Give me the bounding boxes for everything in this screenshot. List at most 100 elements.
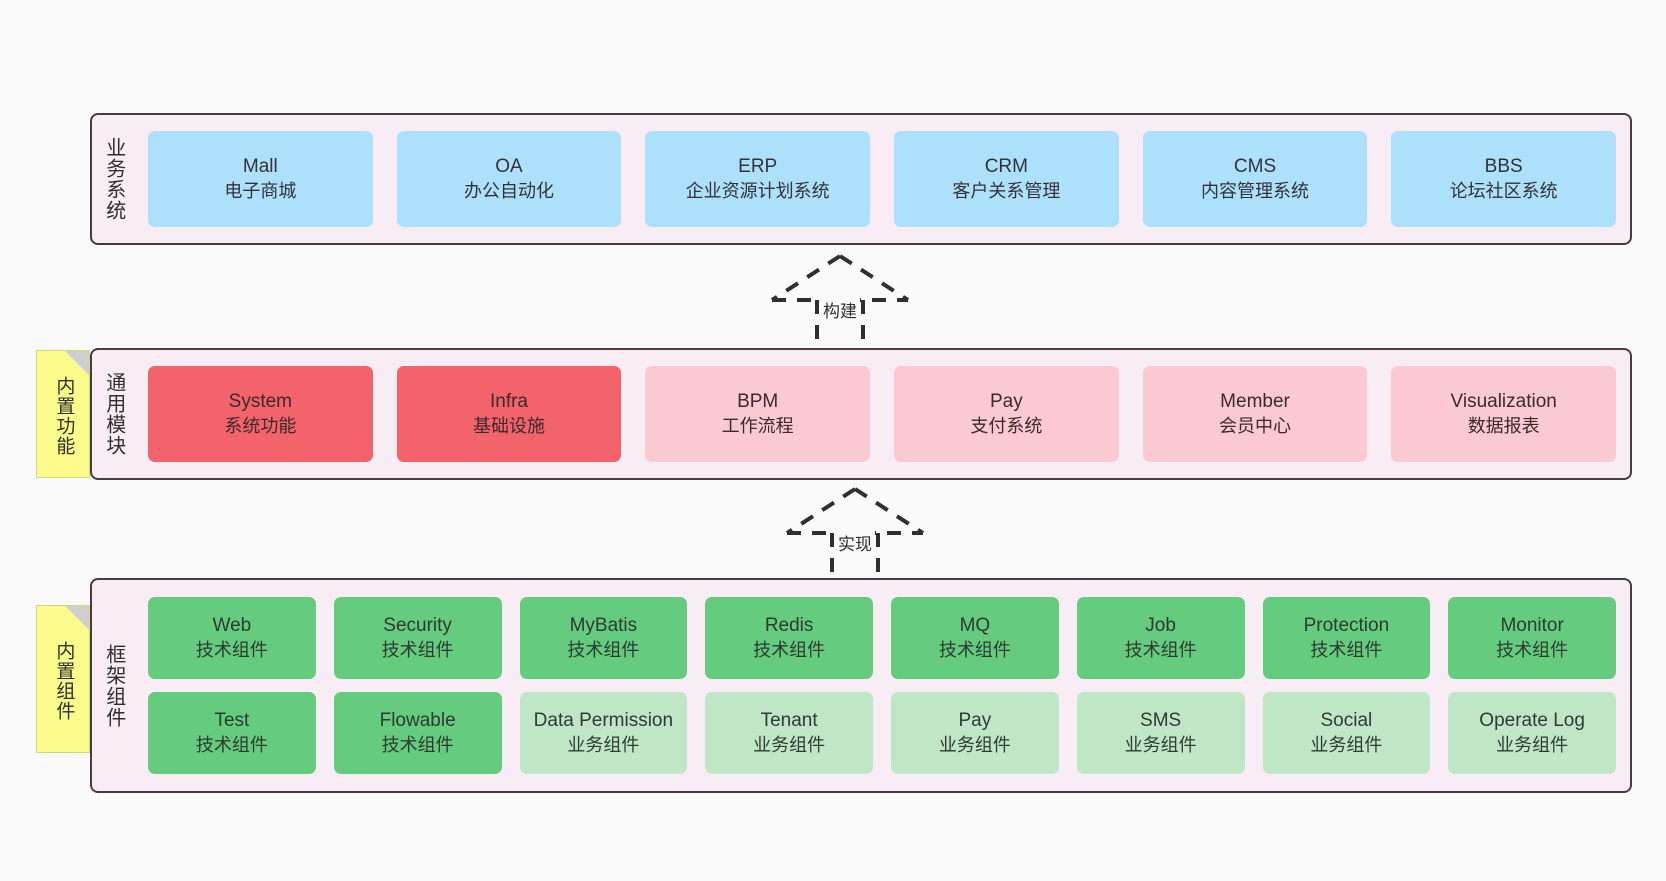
card-subtitle: 企业资源计划系统 xyxy=(685,180,830,201)
card-title: Visualization xyxy=(1450,391,1557,413)
card-monitor[interactable]: Monitor 技术组件 xyxy=(1448,597,1616,679)
card-title: Protection xyxy=(1303,615,1390,637)
card-system[interactable]: System 系统功能 xyxy=(148,366,373,462)
card-subtitle: 工作流程 xyxy=(721,415,794,436)
arrowhead-right-edge xyxy=(770,254,842,302)
card-subtitle: 技术组件 xyxy=(195,734,268,755)
layer-label-framework-components: 框架组件 xyxy=(102,643,125,728)
card-test[interactable]: Test 技术组件 xyxy=(148,692,316,774)
card-subtitle: 技术组件 xyxy=(1124,639,1197,660)
card-title: Security xyxy=(383,615,452,637)
card-title: Data Permission xyxy=(533,710,674,732)
card-operate-log[interactable]: Operate Log 业务组件 xyxy=(1448,692,1616,774)
card-title: Monitor xyxy=(1500,615,1564,637)
card-member[interactable]: Member 会员中心 xyxy=(1142,366,1368,462)
card-title: Pay xyxy=(958,710,992,732)
arrowhead-right-edge xyxy=(785,487,857,535)
arrowhead-left-edge xyxy=(853,487,925,535)
card-subtitle: 会员中心 xyxy=(1219,415,1292,436)
card-subtitle: 技术组件 xyxy=(938,639,1011,660)
layer-band-framework-components: 框架组件 Web 技术组件 Security 技术组件 MyBatis 技术组件… xyxy=(90,578,1632,793)
card-sms[interactable]: SMS 业务组件 xyxy=(1076,692,1245,774)
layer-label-general-modules: 通用模块 xyxy=(102,372,125,456)
card-subtitle: 客户关系管理 xyxy=(952,180,1061,201)
card-flowable[interactable]: Flowable 技术组件 xyxy=(333,692,502,774)
card-pay[interactable]: Pay 支付系统 xyxy=(894,366,1119,462)
card-title: Flowable xyxy=(379,710,456,732)
card-title: Job xyxy=(1145,615,1176,637)
card-protection[interactable]: Protection 技术组件 xyxy=(1262,597,1431,679)
card-subtitle: 电子商城 xyxy=(224,180,297,201)
card-web[interactable]: Web 技术组件 xyxy=(148,597,316,679)
sticky-note-builtin-components: 内置组件 xyxy=(36,605,90,753)
card-subtitle: 业务组件 xyxy=(1310,734,1383,755)
card-subtitle: 办公自动化 xyxy=(464,180,554,201)
card-tenant[interactable]: Tenant 业务组件 xyxy=(705,692,873,774)
layer-body-general-modules: System 系统功能 Infra 基础设施 BPM 工作流程 Pay 支付系统… xyxy=(134,366,1630,462)
card-row: System 系统功能 Infra 基础设施 BPM 工作流程 Pay 支付系统… xyxy=(148,366,1617,462)
card-crm[interactable]: CRM 客户关系管理 xyxy=(894,131,1119,227)
card-subtitle: 业务组件 xyxy=(1496,734,1569,755)
card-title: ERP xyxy=(738,156,778,178)
sticky-note-label: 内置功能 xyxy=(53,376,75,456)
card-bpm[interactable]: BPM 工作流程 xyxy=(645,366,871,462)
layer-label-business-systems: 业务系统 xyxy=(102,137,125,221)
card-row: Web 技术组件 Security 技术组件 MyBatis 技术组件 Redi… xyxy=(148,597,1616,679)
card-title: SMS xyxy=(1140,710,1182,732)
card-subtitle: 业务组件 xyxy=(753,734,826,755)
card-title: Tenant xyxy=(760,710,818,732)
card-security[interactable]: Security 技术组件 xyxy=(333,597,502,679)
sticky-note-label: 内置组件 xyxy=(53,641,75,721)
card-title: Redis xyxy=(764,615,814,637)
card-title: System xyxy=(228,391,293,413)
card-subtitle: 技术组件 xyxy=(567,639,640,660)
card-title: CRM xyxy=(984,156,1028,178)
card-subtitle: 技术组件 xyxy=(381,734,454,755)
card-social[interactable]: Social 业务组件 xyxy=(1262,692,1431,774)
card-mybatis[interactable]: MyBatis 技术组件 xyxy=(519,597,688,679)
card-title: BPM xyxy=(737,391,779,413)
card-title: Mall xyxy=(242,156,278,178)
layer-band-business-systems: 业务系统 Mall 电子商城 OA 办公自动化 ERP 企业资源计划系统 CRM… xyxy=(90,113,1632,245)
card-subtitle: 论坛社区系统 xyxy=(1449,180,1558,201)
card-data-permission[interactable]: Data Permission 业务组件 xyxy=(519,692,688,774)
connector-build: 构建 xyxy=(760,252,920,348)
connector-label-build: 构建 xyxy=(820,296,860,323)
card-cms[interactable]: CMS 内容管理系统 xyxy=(1142,131,1368,227)
card-infra[interactable]: Infra 基础设施 xyxy=(396,366,622,462)
card-redis[interactable]: Redis 技术组件 xyxy=(705,597,873,679)
card-subtitle: 技术组件 xyxy=(381,639,454,660)
card-pay-business[interactable]: Pay 业务组件 xyxy=(891,692,1059,774)
card-title: BBS xyxy=(1484,156,1523,178)
card-subtitle: 支付系统 xyxy=(970,415,1043,436)
card-mq[interactable]: MQ 技术组件 xyxy=(891,597,1059,679)
card-title: CMS xyxy=(1233,156,1277,178)
card-oa[interactable]: OA 办公自动化 xyxy=(396,131,622,227)
card-subtitle: 内容管理系统 xyxy=(1201,180,1310,201)
card-erp[interactable]: ERP 企业资源计划系统 xyxy=(645,131,871,227)
card-subtitle: 系统功能 xyxy=(224,415,297,436)
card-subtitle: 业务组件 xyxy=(938,734,1011,755)
card-subtitle: 技术组件 xyxy=(195,639,268,660)
card-visualization[interactable]: Visualization 数据报表 xyxy=(1391,366,1617,462)
card-title: Social xyxy=(1320,710,1373,732)
card-title: Operate Log xyxy=(1479,710,1585,732)
layer-body-business-systems: Mall 电子商城 OA 办公自动化 ERP 企业资源计划系统 CRM 客户关系… xyxy=(134,131,1630,227)
card-title: Infra xyxy=(489,391,529,413)
card-row: Test 技术组件 Flowable 技术组件 Data Permission … xyxy=(148,692,1616,774)
card-subtitle: 业务组件 xyxy=(1124,734,1197,755)
card-title: MyBatis xyxy=(569,615,638,637)
connector-implement: 实现 xyxy=(775,485,935,581)
card-title: Member xyxy=(1220,391,1290,413)
card-subtitle: 基础设施 xyxy=(473,415,545,436)
card-bbs[interactable]: BBS 论坛社区系统 xyxy=(1391,131,1617,227)
card-subtitle: 业务组件 xyxy=(567,734,640,755)
card-title: Test xyxy=(214,710,250,732)
connector-label-implement: 实现 xyxy=(835,529,875,556)
card-row: Mall 电子商城 OA 办公自动化 ERP 企业资源计划系统 CRM 客户关系… xyxy=(148,131,1617,227)
card-job[interactable]: Job 技术组件 xyxy=(1076,597,1245,679)
card-mall[interactable]: Mall 电子商城 xyxy=(148,131,373,227)
card-subtitle: 技术组件 xyxy=(753,639,826,660)
card-title: Web xyxy=(212,615,252,637)
arrowhead-left-edge xyxy=(838,254,910,302)
